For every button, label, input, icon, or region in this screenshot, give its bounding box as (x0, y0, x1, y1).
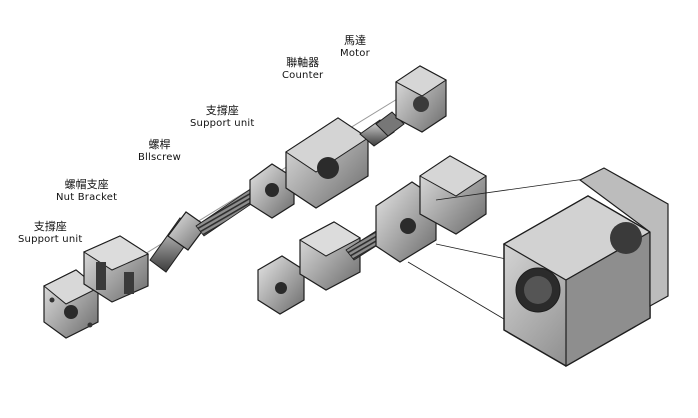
support-unit-left-label-en: Support unit (18, 234, 83, 245)
ballscrew-label-zh: 螺桿 (148, 138, 171, 151)
nut-bracket-label-zh: 螺帽支座 (64, 178, 109, 191)
coupler-label: 聯軸器 Counter (282, 56, 323, 82)
zoomed-motor-bracket (502, 167, 669, 368)
nut-bracket-label-en: Nut Bracket (56, 192, 118, 203)
support-unit-top-label: 支撐座 Support unit (190, 104, 255, 130)
support-unit-top-label-zh: 支撐座 (205, 104, 239, 117)
motor-label: 馬達 Motor (340, 34, 370, 60)
coupler-label-zh: 聯軸器 (286, 56, 320, 69)
support-unit-left-label-zh: 支撐座 (33, 220, 67, 233)
motor-bracket-part (285, 117, 369, 209)
assembled-nut-bracket (298, 221, 362, 291)
coupler-label-en: Counter (282, 70, 324, 81)
motor-label-en: Motor (340, 48, 370, 59)
assembled-support-unit (257, 255, 305, 315)
nut-bracket-part (82, 235, 150, 303)
assembled-motor (419, 155, 487, 235)
ballscrew-label: 螺桿 Bllscrew (138, 138, 181, 164)
support-unit-left-label: 支撐座 Support unit (18, 220, 83, 246)
ballscrew-label-en: Bllscrew (138, 152, 181, 163)
support-unit-top-label-en: Support unit (190, 118, 255, 129)
nut-bracket-label: 螺帽支座 Nut Bracket (56, 178, 117, 204)
motor-label-zh: 馬達 (343, 34, 366, 47)
support-unit-top-part (249, 163, 295, 219)
motor-part (395, 65, 447, 133)
